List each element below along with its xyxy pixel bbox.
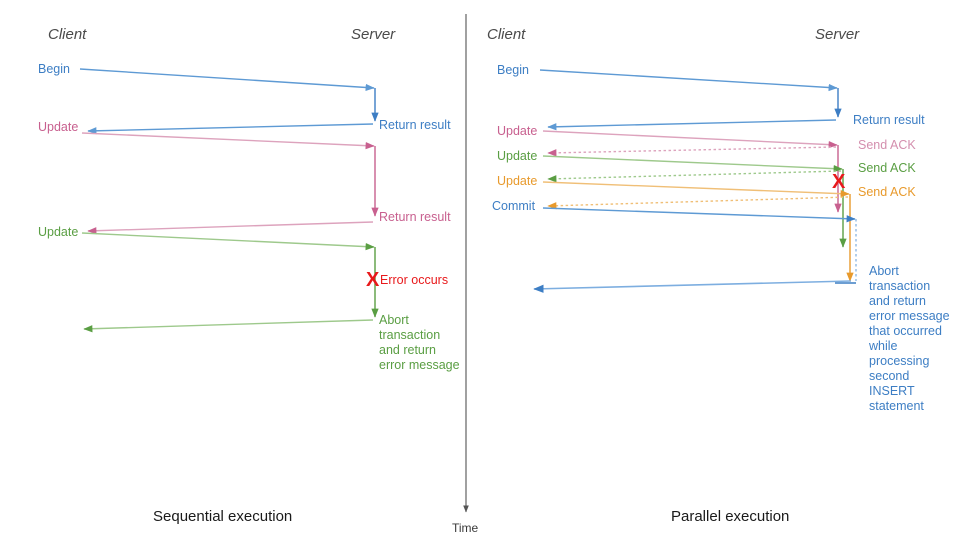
- arrow-send-ack-3: [547, 196, 849, 210]
- abort-note-sequential: Abort transaction and return error messa…: [379, 313, 460, 372]
- label-return-result-parallel: Return result: [853, 113, 925, 127]
- abort-note-parallel: Abort transaction and return error messa…: [869, 264, 950, 413]
- arrow-return-result-2: [87, 221, 374, 235]
- label-send-ack-2-parallel: Send ACK: [858, 161, 916, 175]
- arrow-update-1: [542, 130, 838, 149]
- arrow-update-2: [542, 155, 843, 173]
- arrow-abort-parallel: [533, 280, 852, 293]
- lane-title-server-sequential: Server: [351, 26, 396, 43]
- label-return-result-1-sequential: Return result: [379, 118, 451, 132]
- label-update-2-parallel: Update: [497, 149, 538, 163]
- arrow-update-3: [542, 181, 850, 198]
- arrow-commit: [542, 207, 856, 223]
- label-send-ack-1-parallel: Send ACK: [858, 138, 916, 152]
- label-begin-sequential: Begin: [38, 62, 70, 76]
- arrow-update-1: [81, 132, 375, 150]
- arrow-begin: [539, 69, 838, 92]
- arrow-begin: [79, 68, 375, 92]
- label-update-1-sequential: Update: [38, 120, 79, 134]
- arrow-update-2: [81, 232, 375, 251]
- label-update-3-parallel: Update: [497, 174, 538, 188]
- label-return-result-2-sequential: Return result: [379, 210, 451, 224]
- arrow-send-ack-2: [547, 170, 842, 183]
- arrow-return-result: [547, 119, 837, 131]
- panel-parallel: [533, 69, 857, 293]
- label-send-ack-3-parallel: Send ACK: [858, 185, 916, 199]
- arrow-return-result-1: [87, 123, 374, 135]
- label-update-1-parallel: Update: [497, 124, 538, 138]
- label-begin-parallel: Begin: [497, 63, 529, 77]
- caption-sequential: Sequential execution: [153, 508, 293, 525]
- lane-title-client-parallel: Client: [487, 26, 526, 43]
- arrow-send-ack-1: [547, 146, 837, 157]
- time-axis-label: Time: [452, 521, 479, 535]
- error-label-sequential: Error occurs: [380, 273, 449, 287]
- error-x-icon-sequential: X: [366, 269, 380, 291]
- label-commit-parallel: Commit: [492, 199, 536, 213]
- lane-title-client-sequential: Client: [48, 26, 87, 43]
- error-x-icon-parallel: X: [832, 171, 846, 193]
- lane-title-server-parallel: Server: [815, 26, 860, 43]
- panel-sequential: [79, 68, 379, 333]
- arrow-abort-sequential: [83, 319, 374, 333]
- caption-parallel: Parallel execution: [671, 508, 790, 525]
- label-update-2-sequential: Update: [38, 225, 79, 239]
